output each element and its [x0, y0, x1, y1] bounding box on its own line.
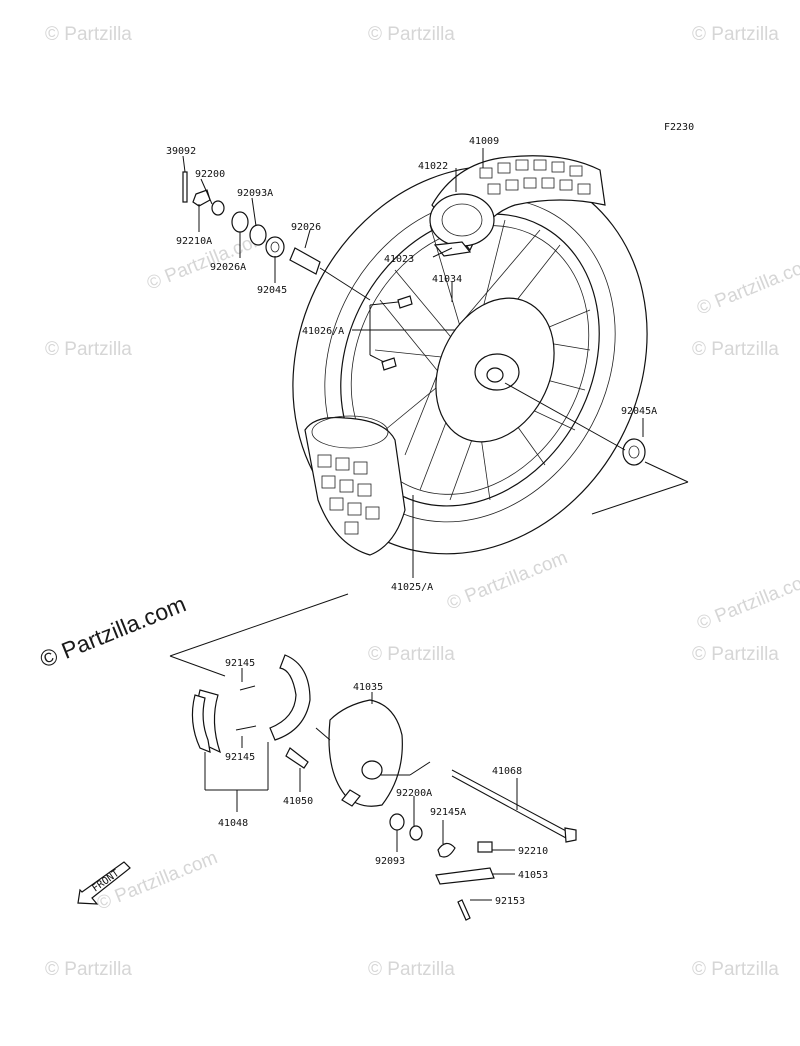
- nut-92210: [477, 841, 493, 853]
- washer-92200: [211, 200, 225, 216]
- axle-head: [564, 827, 577, 843]
- label-92145-top: 92145: [225, 658, 255, 669]
- rim-inner: [350, 225, 590, 495]
- label-41026A: 41026/A: [302, 326, 344, 337]
- brake-shoe-left-lining: [191, 694, 211, 753]
- lever-41053: [435, 867, 495, 885]
- brake-shoe-right: [269, 654, 311, 741]
- label-92026A: 92026A: [210, 262, 246, 273]
- spoke-nipple-bottom: [381, 357, 397, 371]
- axle-41068: [451, 769, 569, 833]
- rim-band: [433, 241, 472, 257]
- brand-logo-text: © Partzilla.com: [36, 590, 189, 672]
- watermark: © Partzilla: [692, 339, 779, 360]
- nut-92210A: [192, 189, 211, 207]
- part-labels: 39092 92200 92093A 92026 92210A 92026A 9…: [166, 136, 657, 907]
- brake-panel: [328, 699, 423, 841]
- cam-41050: [285, 747, 309, 769]
- label-92210A: 92210A: [176, 236, 212, 247]
- label-41035: 41035: [353, 682, 383, 693]
- label-41068: 41068: [492, 766, 522, 777]
- brake-shoes: [191, 654, 311, 769]
- label-41023: 41023: [384, 254, 414, 265]
- tire-cut-section: [311, 415, 389, 449]
- wheel-assembly: [292, 155, 648, 556]
- label-39092: 39092: [166, 146, 196, 157]
- label-92045A: 92045A: [621, 406, 657, 417]
- watermark: © Partzilla: [692, 959, 779, 980]
- tread-blocks-bottom: [317, 454, 380, 535]
- watermark: © Partzilla: [45, 339, 132, 360]
- watermark: © Partzilla: [368, 644, 455, 665]
- hub-center: [486, 367, 504, 383]
- bearing-bore: [270, 241, 280, 253]
- label-41048: 41048: [218, 818, 248, 829]
- label-92200A: 92200A: [396, 788, 432, 799]
- leader-lines: [169, 148, 689, 901]
- label-41053: 41053: [518, 870, 548, 881]
- bearing-92045: [265, 236, 285, 258]
- spring-top: [239, 685, 256, 691]
- watermark: © Partzilla.com: [694, 252, 800, 319]
- cotter-pin: [182, 171, 188, 203]
- label-41025A: 41025/A: [391, 582, 433, 593]
- diagram-code: F2230: [664, 122, 694, 133]
- front-arrow-shape: [77, 861, 131, 905]
- spoke-nipple-top: [397, 295, 413, 309]
- label-92153: 92153: [495, 896, 525, 907]
- watermark: © Partzilla.com: [694, 567, 800, 634]
- axle-lever: [435, 769, 577, 921]
- watermark: © Partzilla: [692, 644, 779, 665]
- label-92145-bottom: 92145: [225, 752, 255, 763]
- label-92045: 92045: [257, 285, 287, 296]
- brake-panel-camboss: [341, 789, 361, 807]
- bolt-92153: [457, 899, 471, 921]
- collar-92026A: [231, 211, 249, 233]
- label-92093A: 92093A: [237, 188, 273, 199]
- bearing-92045A: [622, 438, 646, 466]
- brake-panel-boss: [361, 760, 383, 780]
- watermark: © Partzilla: [45, 24, 132, 45]
- label-41034: 41034: [432, 274, 462, 285]
- label-92200: 92200: [195, 169, 225, 180]
- watermark: © Partzilla: [692, 24, 779, 45]
- tube-cut: [429, 193, 495, 247]
- brake-panel-41035: [328, 699, 403, 807]
- spring-92145A: [437, 842, 456, 858]
- tube-cut-inner: [441, 203, 483, 237]
- watermark: © Partzilla: [368, 959, 455, 980]
- label-92026: 92026: [291, 222, 321, 233]
- tread-blocks-top: [479, 159, 591, 195]
- label-92093: 92093: [375, 856, 405, 867]
- spacer-92026: [289, 247, 321, 275]
- seal-92093: [389, 813, 405, 831]
- label-41050: 41050: [283, 796, 313, 807]
- label-41009: 41009: [469, 136, 499, 147]
- watermark: © Partzilla.com: [444, 547, 571, 614]
- label-41022: 41022: [418, 161, 448, 172]
- watermark: © Partzilla: [368, 24, 455, 45]
- label-92145A: 92145A: [430, 807, 466, 818]
- label-92210: 92210: [518, 846, 548, 857]
- bearing-92045A-bore: [628, 445, 640, 459]
- watermark: © Partzilla: [45, 959, 132, 980]
- axle-41068-edge: [451, 775, 567, 839]
- axle-parts-top: [182, 171, 646, 466]
- seal-92093A: [249, 224, 267, 246]
- spring-bottom: [235, 725, 257, 731]
- washer-92200A: [409, 825, 423, 841]
